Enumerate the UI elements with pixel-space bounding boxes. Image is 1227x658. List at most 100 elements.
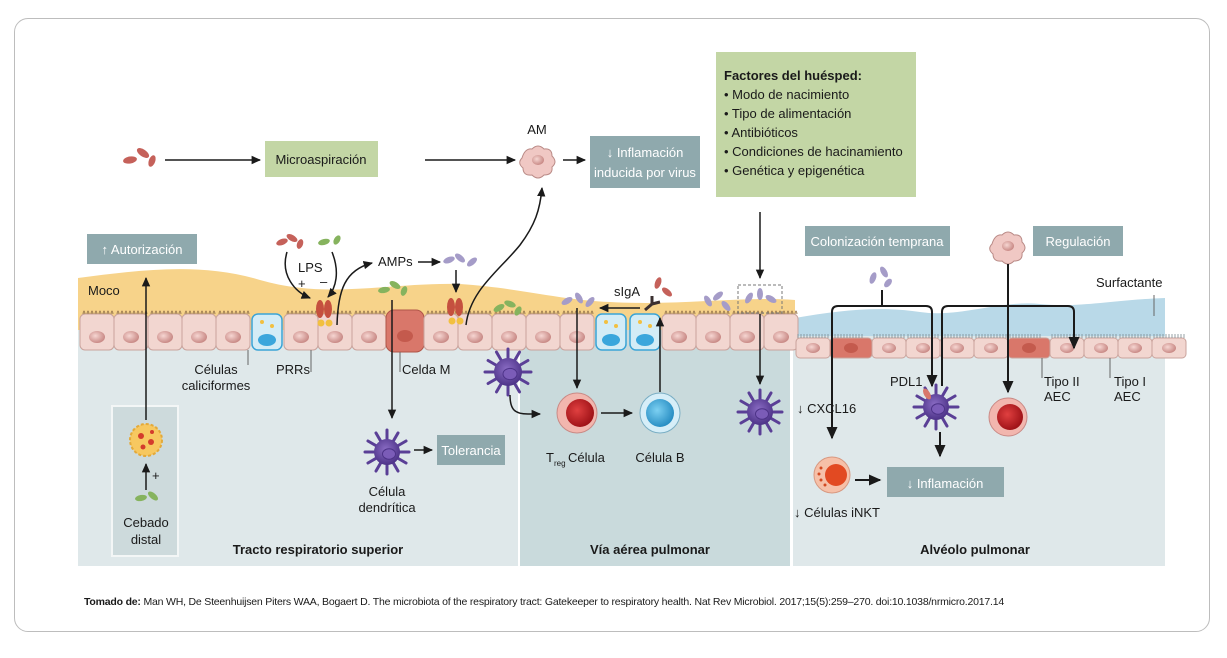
alveolar-cell	[1007, 334, 1051, 359]
upper-tract-title: Tracto respiratorio superior	[233, 542, 404, 557]
epithelial-cell	[351, 310, 387, 351]
alveolar-cell	[1151, 334, 1187, 359]
dendritic-cell-icon	[736, 388, 784, 436]
bacteria-colonization	[869, 266, 892, 288]
alveolus-inflammation-box	[887, 467, 1004, 497]
pdl1-label: PDL1	[890, 374, 923, 389]
host-factors-title: Factores del huésped:	[724, 68, 862, 83]
epithelial-cell	[215, 310, 251, 351]
alveolar-cell	[871, 334, 907, 359]
epithelial-cell	[113, 310, 149, 351]
epithelial-cell	[763, 310, 799, 351]
dendritic-cell-icon	[912, 383, 960, 431]
mucus-label: Moco	[88, 283, 120, 298]
am-label: AM	[527, 122, 547, 137]
treg-cell-icon	[556, 392, 598, 434]
epithelial-cell	[729, 310, 765, 351]
bacteria-airway	[493, 300, 522, 316]
clearance-label: ↑ Autorización	[102, 242, 183, 257]
epithelial-cell	[251, 313, 283, 351]
treg-cell-label: Célula	[568, 450, 606, 465]
epithelial-cell	[317, 310, 353, 351]
inkt-cell-icon	[813, 456, 851, 494]
regulation-box	[1033, 226, 1123, 256]
cxcl16-label: ↓ CXCL16	[797, 401, 856, 416]
treg-t: T	[546, 450, 554, 465]
bacteria-cluster-top	[123, 148, 156, 167]
virus-inflammation-line2: inducida por virus	[594, 165, 696, 180]
epithelial-cell	[525, 310, 561, 351]
alveolar-cell	[939, 334, 975, 359]
bacteria-priming	[135, 491, 158, 502]
epithelial-cell	[629, 313, 661, 351]
host-factor-item: • Tipo de alimentación	[724, 106, 851, 121]
alveolar-cell	[973, 334, 1009, 359]
dendritic-cell-icon	[363, 428, 411, 476]
early-colonization-box	[805, 226, 950, 256]
epithelial-cell	[283, 310, 319, 351]
type1-line1: Tipo I	[1114, 374, 1146, 389]
bacteria-siga	[561, 292, 595, 307]
epithelial-cell	[147, 310, 183, 351]
virus-inflammation-line1: ↓ Inflamación	[607, 145, 684, 160]
distal-priming-line1: Cebado	[123, 515, 169, 530]
epithelial-cell	[181, 310, 217, 351]
type1-line2: AEC	[1114, 389, 1141, 404]
arrow-epithelium-to-am	[465, 186, 546, 326]
alveolus-inflammation-label: ↓ Inflamación	[907, 476, 984, 491]
alveolar-macrophage-icon	[519, 145, 556, 179]
b-cell-label: Célula B	[635, 450, 684, 465]
epithelial-cell	[491, 310, 527, 351]
bacteria-lps	[276, 234, 341, 249]
tolerance-label: Tolerancia	[441, 443, 501, 458]
alveolar-cell	[1083, 334, 1119, 359]
bacteria-dashed-box	[745, 288, 777, 304]
host-factor-item: • Condiciones de hacinamiento	[724, 144, 903, 159]
regulation-macrophage-icon	[989, 231, 1026, 265]
goblet-cells-line2: caliciformes	[182, 378, 251, 393]
dashed-bacteria-box	[737, 284, 783, 314]
siga-label: sIgA	[614, 284, 640, 299]
pdl1-marker	[923, 388, 931, 400]
antibody-icon	[644, 296, 661, 312]
surfactant-layer	[795, 298, 1165, 336]
lps-minus: –	[320, 274, 328, 289]
alveolar-cell	[1117, 334, 1153, 359]
panels	[78, 330, 1165, 566]
epithelial-cell	[423, 310, 459, 351]
prr-receptor-icon	[316, 300, 333, 327]
surfactant-label: Surfactante	[1096, 275, 1163, 290]
alveolus-panel	[793, 330, 1165, 566]
priming-plus: +	[152, 468, 160, 483]
virus-inflammation-box	[590, 136, 700, 188]
microaspiration-label: Microaspiración	[275, 152, 366, 167]
bacteria-siga-top	[654, 277, 672, 297]
clearance-box	[87, 234, 197, 264]
regulation-label: Regulación	[1045, 234, 1110, 249]
alveolar-cell	[1049, 334, 1085, 359]
bacteria-amps	[443, 253, 477, 267]
type2-line1: Tipo II	[1044, 374, 1080, 389]
prr-receptor-icon	[447, 298, 464, 325]
epithelial-cell	[595, 313, 627, 351]
goblet-cells-line1: Células	[194, 362, 238, 377]
airway-title: Vía aérea pulmonar	[590, 542, 710, 557]
treg-sub: reg	[554, 459, 566, 468]
lps-label: LPS	[298, 260, 323, 275]
citation-prefix: Tomado de:	[84, 596, 141, 608]
citation: Tomado de: Man WH, De Steenhuijsen Piter…	[84, 596, 1004, 608]
type2-line2: AEC	[1044, 389, 1071, 404]
host-factor-item: • Genética y epigenética	[724, 163, 865, 178]
regulatory-cell-icon	[988, 397, 1028, 437]
m-cell-label: Celda M	[402, 362, 450, 377]
tolerance-box	[437, 435, 505, 465]
epithelial-cell	[79, 310, 115, 351]
inkt-label: ↓ Células iNKT	[794, 505, 880, 520]
bacteria-cluster-airway	[704, 291, 731, 311]
host-factor-item: • Modo de nacimiento	[724, 87, 849, 102]
host-factor-item: • Antibióticos	[724, 125, 798, 140]
dendritic-line2: dendrítica	[358, 500, 416, 515]
distal-priming-line2: distal	[131, 532, 161, 547]
bacteria-mcell	[378, 281, 408, 296]
epithelial-cell	[695, 310, 731, 351]
